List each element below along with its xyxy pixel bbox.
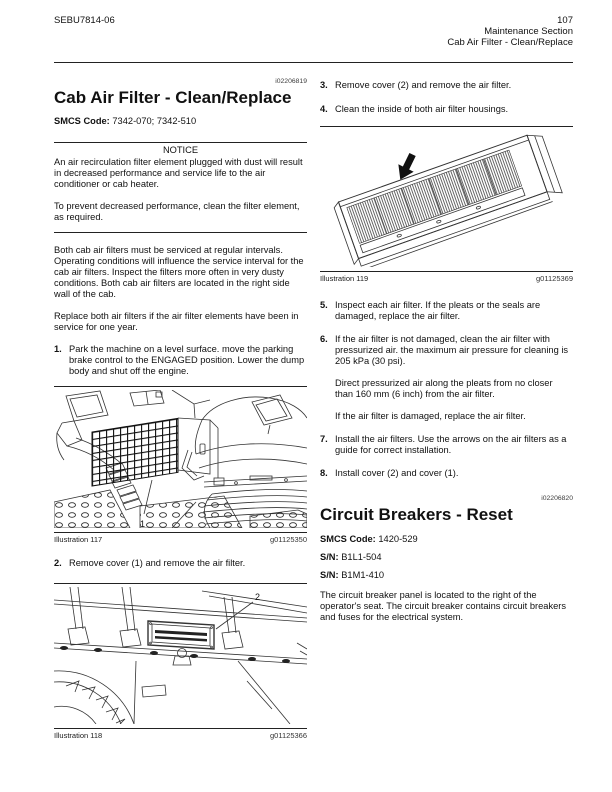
smcs-value: 7342-070; 7342-510 (112, 116, 197, 126)
step-number: 2. (54, 558, 62, 568)
step-text: Remove cover (1) and remove the air filt… (69, 558, 246, 568)
notice-paragraph: To prevent decreased performance, clean … (54, 201, 300, 222)
article-title: Circuit Breakers - Reset (320, 505, 513, 524)
illustration-code: g01125350 (270, 535, 307, 544)
step-number: 3. (320, 80, 328, 90)
illustration-118: 2 (54, 583, 307, 729)
illustration-code: g01125369 (536, 274, 573, 283)
notice-label: NOTICE (162, 145, 199, 155)
step-text: Inspect each air filter. If the pleats o… (335, 300, 541, 321)
header-divider (54, 62, 573, 63)
smcs-value: 1420-529 (378, 534, 418, 544)
smcs-code-line: SMCS Code: 7342-070; 7342-510 (54, 116, 307, 127)
step-text: Remove cover (2) and remove the air filt… (335, 80, 512, 90)
illustration-117: 1 (54, 386, 307, 533)
step-number: 1. (54, 344, 62, 354)
step-number: 4. (320, 104, 328, 114)
sn-label: S/N: (320, 570, 339, 580)
notice-paragraph: An air recirculation filter element plug… (54, 157, 303, 189)
article-id-code: i02206820 (541, 495, 573, 502)
step-text: Clean the inside of both air filter hous… (335, 104, 509, 114)
body-paragraph: Both cab air filters must be serviced at… (54, 245, 304, 299)
step-number: 5. (320, 300, 328, 310)
illustration-label: Illustration 119 (320, 274, 369, 283)
illustration-caption: Illustration 118 g01125366 (54, 731, 307, 740)
callout-2: 2 (255, 592, 260, 602)
smcs-code-line: SMCS Code: 1420-529 (320, 534, 573, 545)
step-6-subparagraph: Direct pressurized air along the pleats … (335, 378, 553, 399)
step-item-1: 1. Park the machine on a level surface. … (54, 344, 307, 377)
step-item-6: 6. If the air filter is not damaged, cle… (320, 334, 573, 367)
step-item-5: 5. Inspect each air filter. If the pleat… (320, 300, 573, 322)
serial-number-line: S/N: B1M1-410 (320, 570, 573, 581)
body-paragraph: The circuit breaker panel is located to … (320, 590, 567, 622)
step-text: Park the machine on a level surface. mov… (69, 344, 305, 376)
subsection-title: Cab Air Filter - Clean/Replace (447, 37, 573, 48)
article-id-code: i02206819 (275, 78, 307, 85)
step-text: Install the air filters. Use the arrows … (335, 434, 567, 455)
left-column: i02206819 Cab Air Filter - Clean/Replace… (54, 76, 307, 740)
body-paragraph: Replace both air filters if the air filt… (54, 311, 299, 332)
cab-exterior-drawing: 2 (54, 587, 307, 724)
step-item-3: 3. Remove cover (2) and remove the air f… (320, 80, 573, 91)
sn-value: B1M1-410 (341, 570, 385, 580)
step-item-7: 7. Install the air filters. Use the arro… (320, 434, 573, 456)
step-number: 8. (320, 468, 328, 478)
article-title: Cab Air Filter - Clean/Replace (54, 88, 292, 107)
smcs-label: SMCS Code: (320, 534, 376, 544)
illustration-label: Illustration 117 (54, 535, 103, 544)
callout-1: 1 (140, 519, 145, 528)
step-6-subparagraph: If the air filter is damaged, replace th… (335, 411, 526, 421)
step-item-8: 8. Install cover (2) and cover (1). (320, 468, 573, 479)
illustration-caption: Illustration 117 g01125350 (54, 535, 307, 544)
header-right: 107 Maintenance Section Cab Air Filter -… (447, 15, 573, 48)
air-filter-drawing (333, 134, 563, 267)
sn-value: B1L1-504 (341, 552, 382, 562)
airflow-arrow-icon (398, 152, 416, 180)
step-number: 7. (320, 434, 328, 444)
illustration-caption: Illustration 119 g01125369 (320, 274, 573, 283)
right-column: 3. Remove cover (2) and remove the air f… (320, 76, 573, 623)
step-item-4: 4. Clean the inside of both air filter h… (320, 104, 573, 115)
step-item-2: 2. Remove cover (1) and remove the air f… (54, 558, 307, 569)
smcs-label: SMCS Code: (54, 116, 110, 126)
step-text: Install cover (2) and cover (1). (335, 468, 459, 478)
page-number: 107 (557, 15, 573, 26)
illustration-label: Illustration 118 (54, 731, 103, 740)
notice-box: NOTICE An air recirculation filter eleme… (54, 142, 307, 233)
step-text: If the air filter is not damaged, clean … (335, 334, 569, 366)
sn-label: S/N: (320, 552, 339, 562)
section-title: Maintenance Section (484, 26, 573, 37)
cab-interior-drawing: 1 (54, 390, 307, 528)
illustration-code: g01125366 (270, 731, 307, 740)
step-number: 6. (320, 334, 328, 344)
serial-number-line: S/N: B1L1-504 (320, 552, 573, 563)
document-code: SEBU7814-06 (54, 15, 115, 26)
illustration-119 (320, 126, 573, 272)
